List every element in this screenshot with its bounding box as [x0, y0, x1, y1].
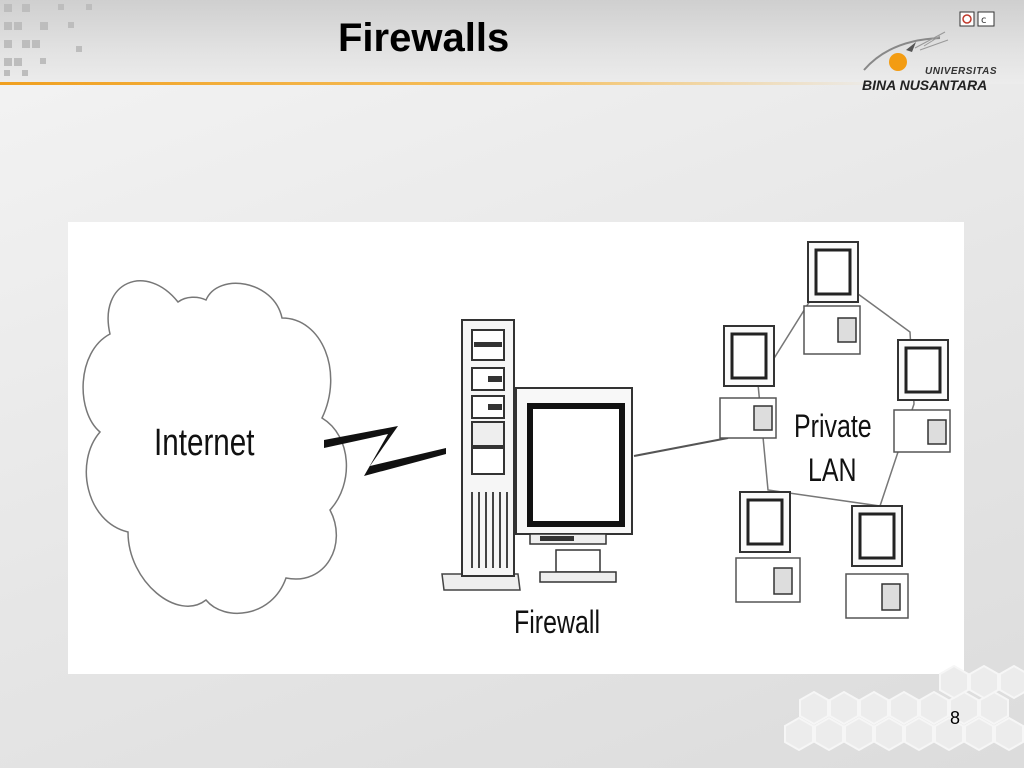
internet-cloud-icon [82, 280, 348, 614]
page-number: 8 [950, 708, 961, 728]
firewall-label: Firewall [514, 604, 600, 640]
header-rule [0, 82, 880, 85]
firewall-monitor-icon [515, 387, 633, 583]
firewall-lan-link [633, 437, 729, 457]
slide-title: Firewalls [338, 16, 510, 60]
header-band [0, 0, 1024, 84]
corner-square-pattern [4, 4, 92, 76]
private-lan-label-line1: Private [794, 408, 872, 444]
internet-label: Internet [154, 422, 255, 464]
private-lan-label-line2: LAN [808, 452, 857, 488]
lan-workstation-icon [803, 241, 861, 355]
logo-text-universitas: UNIVERSITAS [925, 66, 997, 77]
network-diagram: Internet Firewall Private LAN [68, 222, 964, 674]
lan-workstation-icon [845, 505, 909, 619]
lan-workstation-icon [719, 325, 777, 439]
logo-text-bina-nusantara: BINA NUSANTARA [862, 77, 988, 93]
lan-workstation-icon [735, 491, 801, 603]
university-logo-icon: c [863, 11, 995, 71]
lan-workstation-icon [893, 339, 951, 453]
wan-link-zigzag-icon [324, 426, 446, 476]
svg-text:c: c [981, 15, 987, 26]
hexagon-background-pattern [784, 664, 1024, 752]
firewall-tower-icon [441, 319, 521, 591]
